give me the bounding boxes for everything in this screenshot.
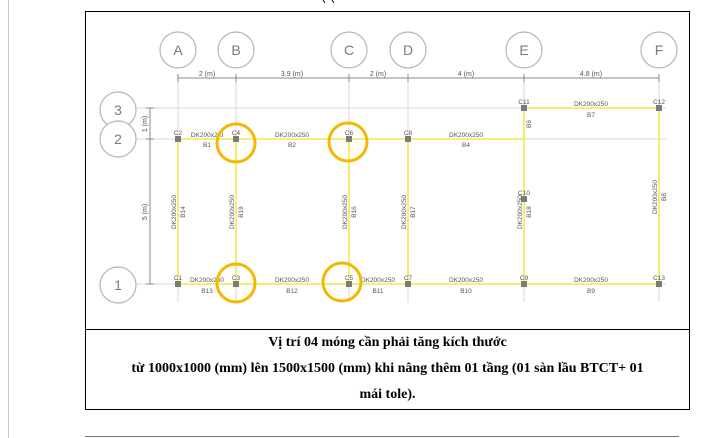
axis-label-E: E [519,42,528,58]
top-fragment [322,0,335,3]
beam-type-label: DK200x250 [574,101,608,108]
column-label: C9 [520,275,529,282]
column-C10 [521,196,527,202]
column-label: C11 [518,99,530,106]
beam-label: B6 [526,120,533,128]
column-label: C6 [345,130,354,137]
beam-label: B11 [372,288,383,295]
highlight-footing-C6 [327,121,369,163]
dim-label: 4.8 (m) [580,71,602,78]
caption-line-3: mái tole). [359,387,416,402]
beam-label: B13 [201,288,213,295]
beam-type-label: DK200x250 [190,277,224,284]
footer-divider [85,436,679,437]
column-C1 [175,281,181,287]
column-C11 [521,105,527,111]
column-label: C1 [174,275,183,282]
dim-label: 5 (m) [142,204,149,220]
beam-type-label: DK200x2 0 [191,132,224,139]
beam-label: B16 [351,206,358,218]
page-margin-line [8,0,9,438]
column-label: C12 [653,99,665,106]
column-label: C7 [404,275,413,282]
column-label: C10 [518,190,530,197]
beam-type-label: DK200x250 [449,277,483,284]
column-C6 [346,136,352,142]
beam-label: B8 [661,193,668,201]
column-C8 [405,136,411,142]
column-label: C4 [232,130,241,137]
column-C5 [346,281,352,287]
column-label: C3 [232,275,241,282]
axis-label-3: 3 [114,102,122,118]
beam-label: B10 [460,288,472,295]
axis-label-B: B [231,42,240,58]
caption-line-2: từ 1000x1000 (mm) lên 1500x1500 (mm) khi… [131,361,644,376]
beam-type-label: DK200x250 [171,195,178,229]
beam-label: B9 [587,288,595,295]
dim-label: 3.9 (m) [281,71,303,78]
beam-type-label: DK200x250 [517,195,524,229]
figure-frame: A B C D E F 3 2 1 2 (m) 3.9 (m) 2 (m) 4 … [85,11,690,410]
column-C3 [233,281,239,287]
caption-line-1: Vị trí 04 móng cần phải tăng kích thước [268,335,507,350]
beam-type-label: DK200x250 [449,132,483,139]
highlight-footing-C4 [215,122,257,164]
axis-label-A: A [173,42,183,58]
column-C4 [233,136,239,142]
column-C2 [175,136,181,142]
column-C9 [521,281,527,287]
column-C7 [405,281,411,287]
beam-type-label: DK200x250 [275,277,309,284]
beam-label: B18 [526,206,533,218]
column-label: C13 [653,275,665,282]
beam-type-label: DK200x250 [229,195,236,229]
beam-label: B1 [203,142,211,149]
beam-type-label: DK200x250 [574,277,608,284]
floor-plan: A B C D E F 3 2 1 2 (m) 3.9 (m) 2 (m) 4 … [99,31,678,304]
beam-label: B12 [286,288,298,295]
column-label: C2 [174,130,183,137]
beam-type-label: DK200x250 [275,132,309,139]
beam-label: B2 [288,142,296,149]
dim-label: 2 (m) [199,71,215,78]
beam-label: B19 [238,206,245,218]
dim-label: 2 (m) [370,71,386,78]
dim-label: 4 (m) [458,71,474,78]
axis-label-C: C [344,42,354,58]
column-label: C5 [345,275,354,282]
beam-type-label: DK200x250 [342,195,349,229]
axis-label-1: 1 [114,277,122,293]
beam-label: B4 [462,142,470,149]
beam-type-label: DK200x250 [361,277,395,284]
axis-label-2: 2 [114,131,122,147]
dim-label: 1 (m) [142,116,149,132]
beam-label: B7 [587,112,595,119]
axis-label-F: F [655,42,664,58]
highlight-footing-C5 [321,261,363,303]
axis-label-D: D [403,42,413,58]
beam-type-label: DK200x250 [401,195,408,229]
beam-label: B14 [180,206,187,218]
beam-type-label: DK200x250 [652,180,659,214]
beam-label: B17 [410,206,417,218]
figure-caption: Vị trí 04 móng cần phải tăng kích thước … [86,329,689,409]
column-C13 [656,281,662,287]
column-label: C8 [404,130,413,137]
column-C12 [656,105,662,111]
highlight-footing-C3 [215,262,257,304]
